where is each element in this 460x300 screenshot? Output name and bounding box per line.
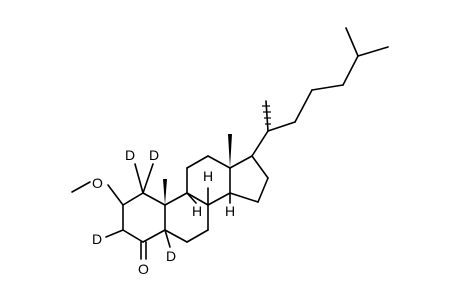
methoxy-group: O (71, 175, 124, 206)
deuterium-c3-label: D (92, 231, 102, 247)
hashed-stereobonds (262, 105, 271, 125)
deuterium-c1b-label: D (149, 147, 159, 163)
ketone-group: O (138, 241, 149, 277)
ring-junction-hydrogens: H H H (186, 168, 235, 219)
ring-a (122, 192, 166, 243)
hydrogen-c9-label: H (192, 203, 202, 219)
angular-methyls (163, 134, 232, 205)
deuterium-c1a-label: D (125, 147, 135, 163)
deuterium-labels: D D D D (92, 147, 176, 264)
ring-c (186, 155, 231, 206)
side-chain (251, 27, 389, 157)
hydrogen-c14-label: H (225, 203, 235, 219)
ring-b (164, 192, 209, 243)
ring-d (229, 155, 269, 203)
methoxy-oxygen-label: O (92, 175, 103, 191)
c13-methyl-wedge (228, 134, 232, 168)
hydrogen-c8-label: H (203, 168, 213, 184)
ketone-oxygen-label: O (138, 261, 149, 277)
deuterium-c5-label: D (166, 248, 176, 264)
c10-methyl-wedge (163, 179, 167, 205)
